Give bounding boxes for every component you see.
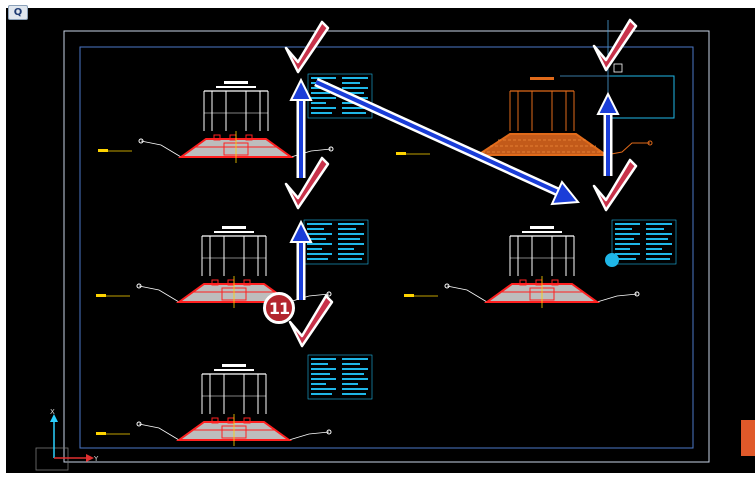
move-arrow-icon [289, 77, 313, 178]
side-panel-tab[interactable] [741, 420, 755, 456]
ucs-axis-icon: X Y [35, 408, 99, 471]
check-mark-icon [592, 158, 638, 212]
cross-section-3[interactable] [95, 363, 332, 447]
axis-y-label: Y [93, 455, 99, 463]
view-toggle-button[interactable]: Q [8, 5, 28, 20]
move-arrow-icon [596, 91, 620, 176]
grip-point-icon[interactable] [605, 253, 619, 267]
check-mark-icon [592, 18, 638, 72]
check-mark-icon [284, 156, 330, 210]
move-arrow-icon [289, 219, 313, 300]
move-arrow-icon [314, 77, 580, 206]
sheet-inner-frame [79, 46, 694, 449]
cross-section-4[interactable] [403, 225, 640, 309]
axis-x-label: X [50, 408, 55, 416]
selection-crosshair[interactable] [560, 20, 675, 119]
drawing-canvas[interactable] [6, 8, 755, 473]
data-table-4[interactable] [611, 219, 677, 265]
step-badge: 11 [263, 292, 295, 324]
data-table-3[interactable] [307, 354, 373, 400]
sheet-outer-frame [63, 30, 710, 463]
cross-section-highlighted[interactable] [396, 77, 653, 156]
check-mark-icon [288, 294, 334, 348]
data-table-2[interactable] [303, 219, 369, 265]
